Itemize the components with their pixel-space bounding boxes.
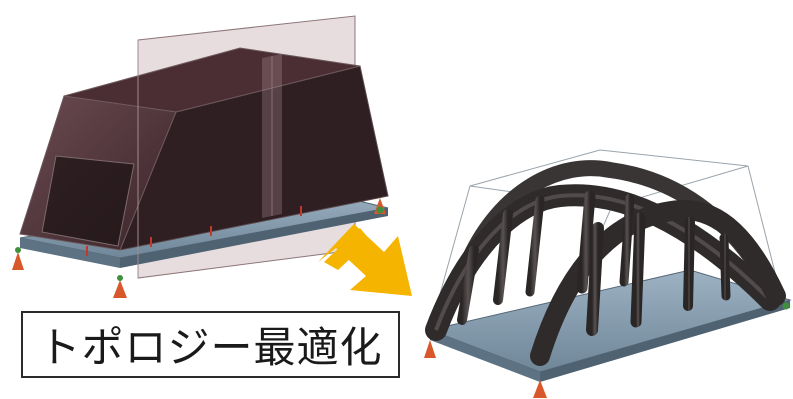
base-plate-right-side xyxy=(430,330,540,382)
right-down-arrow-icon xyxy=(318,224,412,296)
triangle-support-icon xyxy=(113,275,127,298)
triangle-support-icon xyxy=(424,340,436,358)
vertical-struts xyxy=(457,190,731,336)
base-plate-right-end xyxy=(540,300,790,382)
front-right-arch xyxy=(530,199,786,366)
triangle-support-icon xyxy=(12,247,24,270)
caption-box: トポロジー最適化 xyxy=(21,311,400,378)
base-plate-left-end xyxy=(120,208,388,268)
triangle-support-icon xyxy=(533,380,547,398)
design-body-opening xyxy=(41,155,135,247)
triangle-support-icon xyxy=(374,198,386,214)
design-space-model xyxy=(12,15,389,298)
base-plate-left-side xyxy=(20,238,120,268)
caption-label: トポロジー最適化 xyxy=(38,323,383,372)
optimized-structure-model xyxy=(424,149,792,398)
triangle-support-icon xyxy=(782,302,790,310)
load-pins-left xyxy=(86,206,302,256)
